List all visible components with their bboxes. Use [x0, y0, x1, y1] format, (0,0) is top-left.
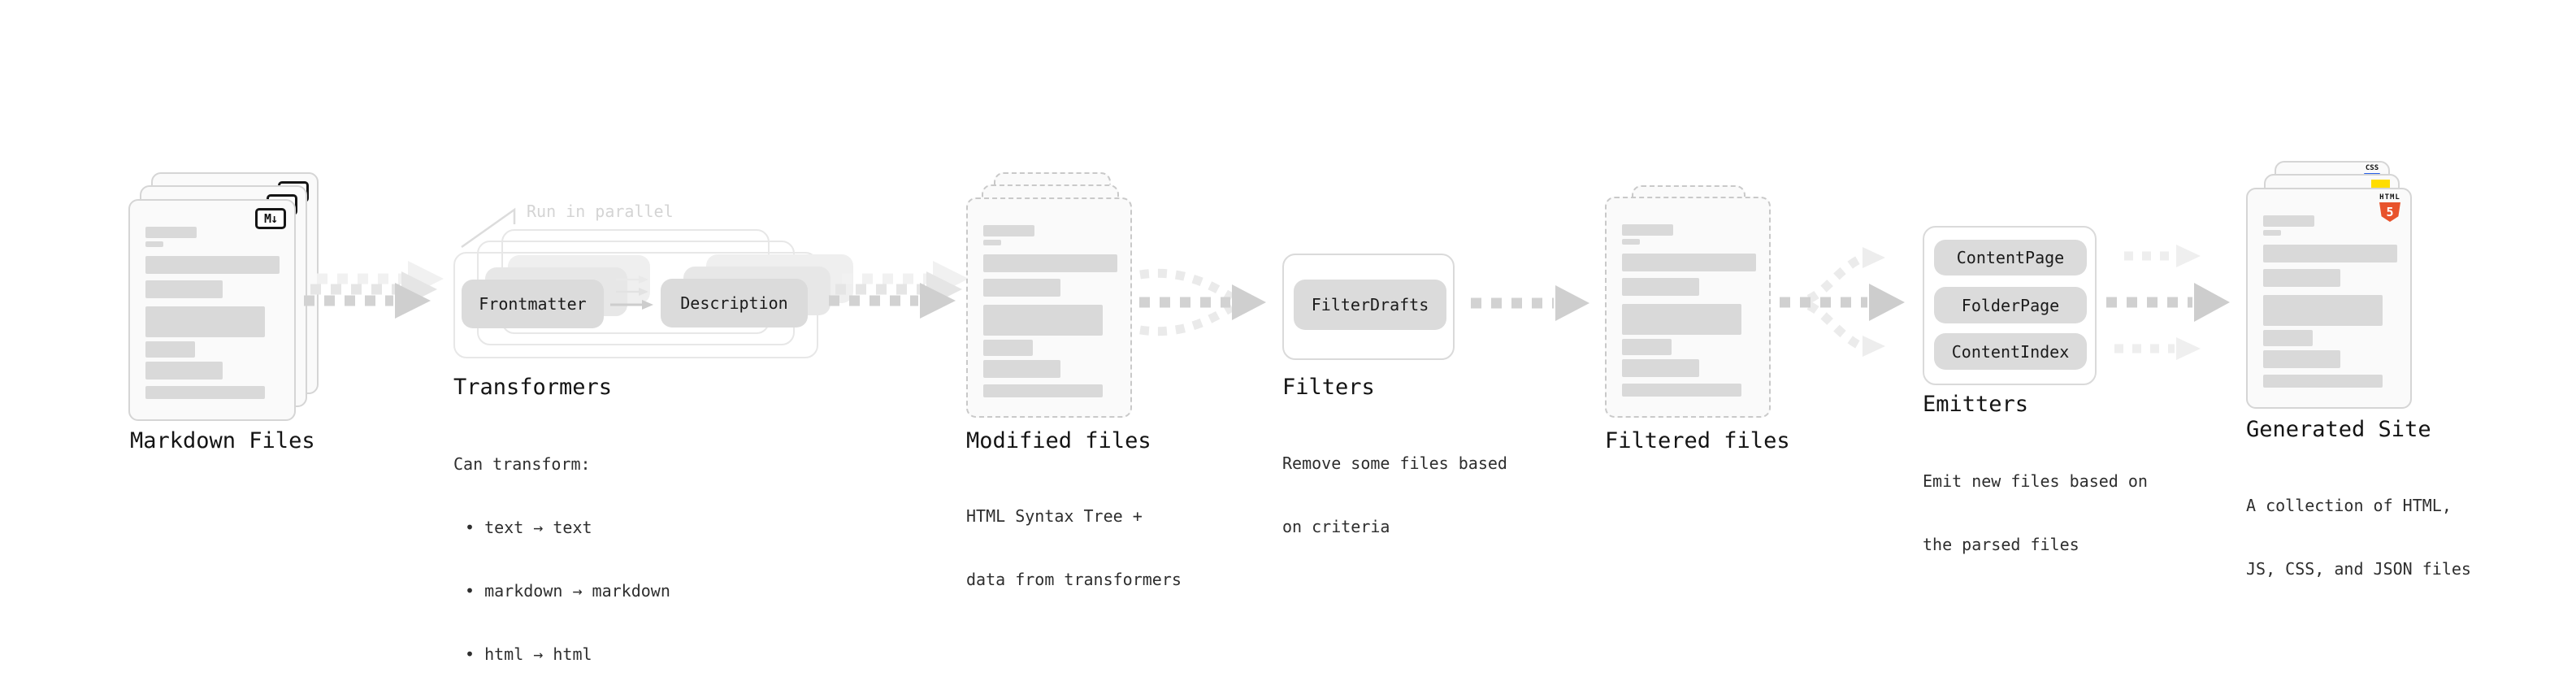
skeleton-line [1622, 359, 1699, 377]
html5-icon: HTML 5 [2378, 193, 2402, 222]
skeleton-line [145, 256, 280, 274]
file-card-front [966, 197, 1132, 418]
skeleton-line [1622, 224, 1673, 236]
emitter-pill-folderpage: FolderPage [1934, 287, 2087, 323]
file-skeleton [130, 201, 294, 419]
skeleton-line [145, 306, 265, 337]
arrow-emitters-to-generated [2106, 245, 2230, 360]
file-skeleton [2248, 189, 2410, 407]
body-line: A collection of HTML, [2246, 496, 2452, 515]
body-line: on criteria [1282, 517, 1390, 536]
emitter-pill-contentindex: ContentIndex [1934, 333, 2087, 370]
skeleton-line [2263, 295, 2383, 326]
body-line: JS, CSS, and JSON files [2246, 559, 2471, 579]
run-in-parallel-note: Run in parallel [527, 202, 674, 221]
body-line: • text → text [465, 518, 592, 537]
parallel-mini-arrows [610, 275, 653, 310]
body-line: the parsed files [1923, 535, 2079, 554]
body-line: Remove some files based [1282, 453, 1507, 473]
skeleton-line [2263, 230, 2281, 236]
transformer-pill-frontmatter: Frontmatter [462, 280, 604, 328]
filters-description: Remove some files based on criteria [1282, 410, 1507, 579]
skeleton-line [983, 240, 1001, 245]
stage-title-generated-site: Generated Site [2246, 417, 2431, 442]
file-card-front: HTML 5 [2246, 188, 2412, 409]
skeleton-line [2263, 375, 2383, 388]
arrow-filters-to-filtered [1471, 285, 1589, 321]
body-line: data from transformers [966, 570, 1182, 589]
skeleton-line [2263, 245, 2397, 262]
skeleton-line [983, 254, 1117, 272]
skeleton-line [1622, 384, 1741, 397]
stage-title-filters: Filters [1282, 375, 1375, 400]
stage-title-emitters: Emitters [1923, 392, 2029, 417]
skeleton-line [983, 360, 1060, 378]
css-badge-label: CSS [2365, 164, 2379, 172]
body-line: • markdown → markdown [465, 581, 670, 601]
emitter-pill-contentpage: ContentPage [1934, 240, 2087, 275]
skeleton-line [145, 280, 223, 298]
stage-title-transformers: Transformers [453, 375, 613, 400]
skeleton-line [145, 241, 163, 247]
file-card-front: M↓ [128, 199, 296, 421]
modified-files-description: HTML Syntax Tree + data from transformer… [966, 463, 1182, 632]
transformers-description: Can transform: • text → text • markdown … [453, 411, 670, 681]
skeleton-line [145, 386, 265, 399]
transformer-pill-description: Description [661, 279, 808, 327]
emitters-panel: ContentPage FolderPage ContentIndex [1923, 226, 2097, 385]
file-skeleton [1607, 198, 1769, 416]
skeleton-line [1622, 304, 1741, 335]
arrow-transformers-to-modified [829, 261, 969, 319]
stage-title-markdown-files: Markdown Files [130, 428, 315, 453]
skeleton-line [1622, 339, 1672, 355]
skeleton-line [1622, 254, 1756, 271]
skeleton-line [983, 384, 1103, 397]
file-skeleton [968, 199, 1130, 416]
body-line: Can transform: [453, 454, 591, 474]
skeleton-line [983, 225, 1034, 236]
skeleton-line [145, 341, 195, 358]
skeleton-line [145, 362, 223, 380]
skeleton-line [2263, 215, 2314, 227]
skeleton-line [983, 305, 1103, 336]
filters-panel: FilterDrafts [1282, 254, 1455, 360]
js-badge [2371, 180, 2390, 189]
skeleton-line [1622, 278, 1699, 296]
skeleton-line [145, 227, 197, 238]
note-connector-line [461, 207, 516, 249]
file-card-front [1605, 197, 1771, 418]
skeleton-line [2263, 269, 2340, 287]
arrow-markdown-to-transformers [304, 261, 444, 319]
skeleton-line [983, 279, 1060, 297]
filter-pill-filterdrafts: FilterDrafts [1294, 280, 1446, 330]
body-line: HTML Syntax Tree + [966, 506, 1143, 526]
generated-site-description: A collection of HTML, JS, CSS, and JSON … [2246, 453, 2471, 622]
skeleton-line [2263, 330, 2313, 346]
html5-icon-label: HTML [2379, 193, 2400, 202]
stage-title-filtered-files: Filtered files [1605, 428, 1790, 453]
markdown-icon: M↓ [255, 208, 286, 229]
skeleton-line [983, 340, 1033, 356]
body-line: • html → html [465, 644, 592, 664]
arrow-filtered-to-emitters [1780, 247, 1905, 357]
skeleton-line [1622, 239, 1640, 245]
arrow-modified-to-filters [1139, 268, 1266, 336]
stage-title-modified-files: Modified files [966, 428, 1151, 453]
body-line: Emit new files based on [1923, 471, 2148, 491]
skeleton-line [2263, 350, 2340, 368]
emitters-description: Emit new files based on the parsed files [1923, 428, 2148, 597]
